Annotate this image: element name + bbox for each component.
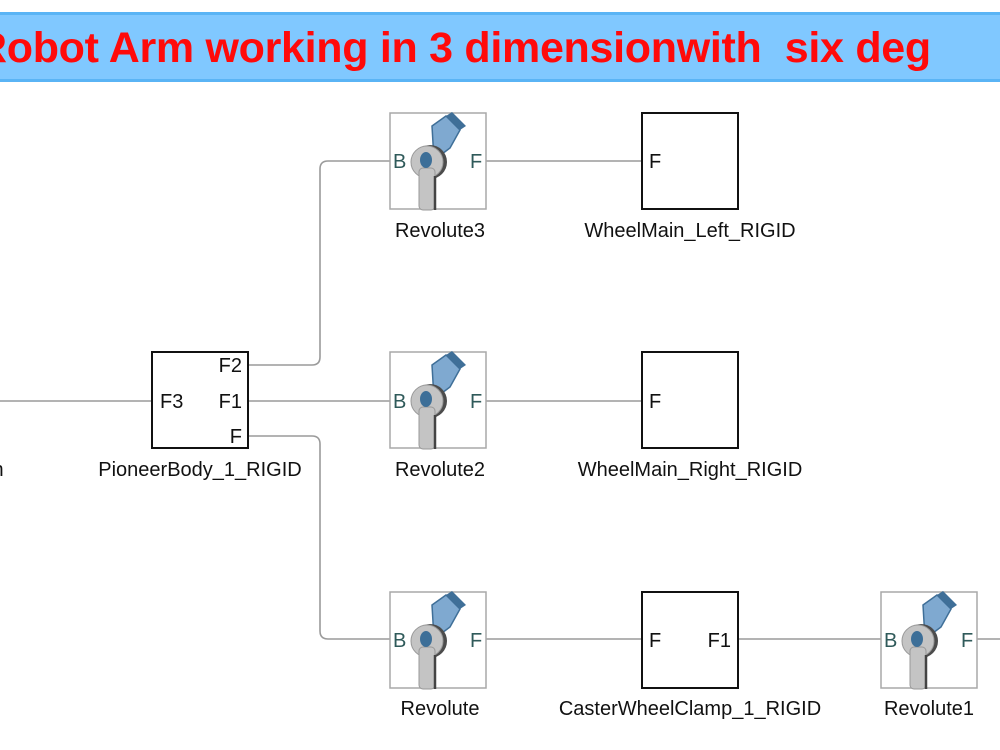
connections	[0, 160, 1000, 640]
block-label: Revolute1	[884, 698, 974, 720]
port-f1: F1	[708, 630, 731, 652]
port-f: F	[470, 391, 482, 413]
cut-off-block-label: n	[0, 459, 4, 481]
wheel-left-block[interactable]: F WheelMain_Left_RIGID	[584, 112, 796, 242]
port-f: F	[649, 151, 661, 173]
title-banner: Robot Arm working in 3 dimensionwith six…	[0, 12, 1000, 82]
revolute-block[interactable]: B F Revolute	[389, 589, 487, 720]
block-label: Revolute2	[395, 459, 485, 481]
caster-clamp-block[interactable]: F F1 CasterWheelClamp_1_RIGID	[559, 591, 821, 720]
revolute1-block[interactable]: B F Revolute1	[880, 589, 978, 720]
port-f: F	[470, 630, 482, 652]
port-f: F	[649, 630, 661, 652]
port-f1: F1	[219, 391, 242, 413]
block-label: Revolute3	[395, 220, 485, 242]
block-label: CasterWheelClamp_1_RIGID	[559, 698, 821, 720]
block-label: Revolute	[401, 698, 480, 720]
block-label: WheelMain_Left_RIGID	[584, 220, 795, 242]
port-f: F	[470, 151, 482, 173]
wire-pioneer-f-to-revolute	[248, 435, 390, 640]
pioneer-body-block[interactable]: F3 F2 F1 F PioneerBody_1_RIGID	[98, 351, 302, 481]
port-b: B	[393, 391, 406, 413]
revolute2-block[interactable]: B F Revolute2	[389, 349, 487, 481]
port-f: F	[649, 391, 661, 413]
port-f: F	[230, 426, 242, 448]
title-text: Robot Arm working in 3 dimensionwith six…	[0, 24, 931, 72]
port-b: B	[393, 151, 406, 173]
port-f3: F3	[160, 391, 183, 413]
port-f2: F2	[219, 355, 242, 377]
revolute3-block[interactable]: B F Revolute3	[389, 110, 487, 242]
port-b: B	[393, 630, 406, 652]
port-f: F	[961, 630, 973, 652]
port-b: B	[884, 630, 897, 652]
wheel-right-block[interactable]: F WheelMain_Right_RIGID	[578, 351, 803, 481]
wire-pioneer-f2-to-revolute3	[248, 160, 390, 366]
block-label: WheelMain_Right_RIGID	[578, 459, 803, 481]
block-label: PioneerBody_1_RIGID	[98, 459, 301, 481]
